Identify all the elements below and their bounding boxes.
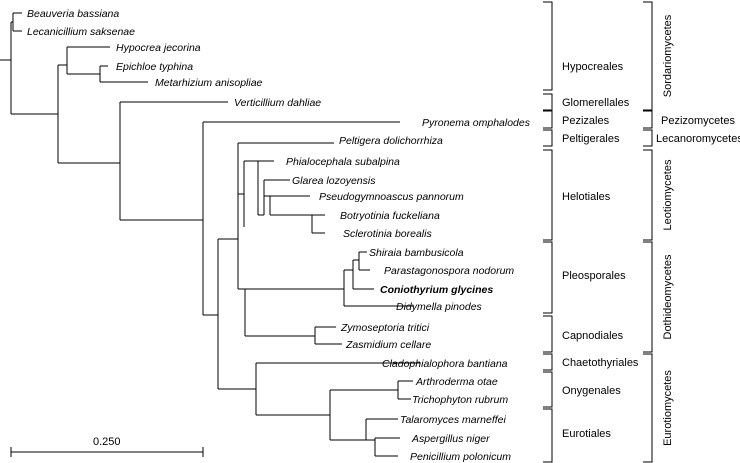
class-label: Sordariomycetes (662, 14, 674, 97)
class-bracket (643, 110, 653, 129)
order-label: Eurotiales (562, 428, 611, 440)
taxon-label: Talaromyces marneffei (400, 414, 506, 426)
taxon-label: Zymoseptoria tritici (340, 322, 430, 334)
class-bracket (643, 241, 653, 353)
taxon-label: Pseudogymnoascus pannorum (319, 191, 464, 203)
class-bracket (643, 129, 653, 147)
scale-bar-label: 0.250 (93, 436, 121, 448)
class-brackets (643, 1, 653, 463)
taxon-label: Glarea lozoyensis (292, 175, 376, 187)
taxon-label: Zasmidium cellare (345, 339, 431, 351)
class-label: Lecanoromycetes (656, 133, 740, 145)
taxon-label: Metarhizium anisopliae (155, 77, 263, 89)
order-label: Hypocreales (562, 61, 624, 73)
taxon-label: Hypocrea jecorina (116, 42, 201, 54)
order-label: Peltigerales (562, 133, 620, 145)
taxon-label: Beauveria bassiana (27, 8, 119, 20)
order-bracket (543, 371, 553, 408)
order-labels: Hypocreales Glomerellales Pezizales Pelt… (562, 61, 639, 440)
taxon-label: Aspergillus niger (411, 433, 490, 445)
order-label: Chaetothyriales (562, 357, 639, 369)
taxon-label: Botryotinia fuckeliana (340, 210, 440, 222)
taxon-label: Shiraia bambusicola (369, 247, 464, 259)
class-bracket (643, 353, 653, 463)
taxon-label-highlighted: Coniothyrium glycines (380, 284, 493, 296)
taxon-label: Phialocephala subalpina (286, 156, 400, 168)
order-label: Helotiales (562, 191, 611, 203)
order-bracket (543, 129, 553, 147)
order-label: Pleosporales (562, 270, 626, 282)
order-brackets (543, 1, 553, 463)
taxon-label: Epichloe typhina (116, 61, 193, 73)
order-label: Capnodiales (562, 330, 624, 342)
class-label: Leotiomycetes (662, 159, 674, 230)
order-bracket (543, 408, 553, 463)
class-bracket (643, 1, 653, 111)
order-bracket (543, 110, 553, 129)
scale-bar: 0.250 (10, 436, 204, 457)
taxon-label: Verticillium dahliae (234, 97, 321, 109)
order-bracket (543, 353, 553, 371)
taxon-label: Arthroderma otae (415, 376, 498, 388)
taxon-label: Sclerotinia borealis (343, 228, 432, 240)
order-bracket (543, 93, 553, 111)
taxon-label: Pyronema omphalodes (422, 117, 531, 129)
order-bracket (543, 1, 553, 91)
order-label: Onygenales (562, 385, 621, 397)
taxon-label: Penicillium polonicum (410, 451, 511, 463)
class-label: Pezizomycetes (661, 115, 735, 127)
order-bracket (543, 315, 553, 353)
taxon-label: Peltigera dolichorrhiza (339, 135, 443, 147)
tree-branches (0, 12, 420, 457)
class-labels: Sordariomycetes Pezizomycetes Lecanoromy… (656, 14, 740, 446)
class-label: Eurotiomycetes (662, 370, 674, 446)
order-label: Pezizales (562, 115, 610, 127)
taxon-label: Lecanicillium saksenae (27, 26, 135, 38)
taxon-label: Cladophialophora bantiana (382, 358, 508, 370)
taxon-label: Trichophyton rubrum (412, 394, 508, 406)
order-bracket (543, 241, 553, 314)
taxon-label: Didymella pinodes (396, 301, 483, 313)
order-bracket (543, 149, 553, 241)
order-label: Glomerellales (562, 97, 630, 109)
class-label: Dothideomycetes (662, 254, 674, 339)
class-bracket (643, 149, 653, 241)
taxon-labels: Beauveria bassiana Lecanicillium saksena… (27, 8, 531, 463)
taxon-label: Parastagonospora nodorum (384, 265, 514, 277)
